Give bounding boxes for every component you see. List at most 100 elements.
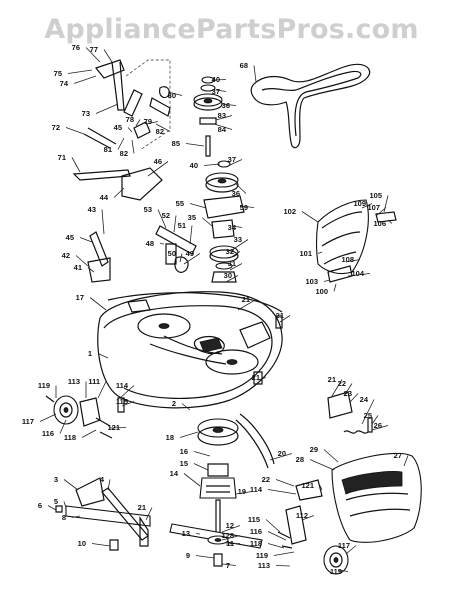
callout-number: 48	[146, 239, 154, 248]
leader-line	[253, 65, 257, 83]
callout-number: 22	[262, 475, 270, 484]
callout-number: 37	[212, 87, 220, 96]
callout-number: 72	[52, 123, 60, 132]
leader-line	[323, 279, 331, 282]
callout-number: 4	[100, 475, 105, 484]
callout-number: 29	[310, 445, 318, 454]
leader-line	[227, 159, 243, 167]
leader-line	[113, 187, 125, 198]
leader-line	[201, 217, 213, 227]
callout-number: 104	[351, 269, 364, 278]
leader-line	[239, 205, 255, 208]
callout-number: 117	[22, 417, 34, 426]
leader-line	[345, 259, 361, 263]
leader-line	[135, 119, 141, 127]
leader-line	[387, 219, 393, 224]
leader-line	[231, 239, 249, 251]
callout-number: 22	[338, 379, 346, 388]
callout-number: 6	[38, 501, 42, 510]
idler-pulley-middle	[203, 160, 245, 283]
callout-number: 8	[62, 513, 66, 522]
leader-line	[269, 453, 293, 461]
leader-line	[121, 401, 135, 407]
leader-line	[155, 123, 171, 132]
leader-line	[267, 543, 285, 549]
callout-number: 12	[226, 521, 234, 530]
leader-line	[361, 203, 373, 209]
leader-line	[301, 515, 315, 521]
callout-number: 21	[242, 295, 250, 304]
leader-line	[173, 215, 177, 233]
gauge-wheel-left	[45, 395, 125, 439]
leader-line	[189, 203, 207, 209]
leader-line	[79, 237, 93, 243]
callout-number: 21	[328, 375, 336, 384]
leader-line	[403, 455, 409, 467]
callout-number: 100	[315, 287, 328, 296]
leader-line	[131, 139, 135, 154]
linkage-rods	[72, 59, 171, 181]
callout-number: 26	[374, 421, 382, 430]
lower-left-bracket	[55, 477, 151, 551]
leader-line	[203, 163, 221, 166]
leader-line	[301, 211, 319, 223]
callout-number: 40	[212, 75, 220, 84]
callout-number: 81	[104, 145, 112, 154]
leader-line	[97, 381, 107, 399]
leader-line	[331, 379, 343, 397]
callout-number: 82	[120, 149, 128, 158]
leader-line	[225, 543, 241, 545]
callout-number: 7	[226, 561, 230, 570]
leader-line	[157, 209, 167, 229]
leader-line	[275, 479, 295, 487]
leader-line	[67, 69, 93, 74]
leader-line	[185, 143, 205, 147]
leader-line	[91, 543, 111, 547]
leader-line	[275, 565, 291, 567]
leader-line	[213, 123, 233, 130]
callout-number: 76	[72, 43, 80, 52]
callout-number: 5	[54, 497, 58, 506]
leader-line	[95, 103, 119, 114]
leader-line	[279, 315, 291, 323]
leader-line	[347, 273, 371, 277]
leader-line	[119, 385, 135, 399]
callout-number: 2	[172, 399, 176, 408]
callout-number: 37	[228, 155, 236, 164]
callout-number: 3	[54, 475, 58, 484]
leader-line	[63, 501, 67, 509]
leader-line	[229, 263, 243, 271]
callout-number: 112	[296, 511, 308, 520]
callout-number: 118	[64, 433, 76, 442]
leader-line	[73, 75, 97, 84]
idler-pulley-upper	[193, 76, 223, 157]
discharge-chute	[331, 452, 422, 543]
leader-line	[221, 525, 241, 533]
callout-number: 113	[258, 561, 270, 570]
callout-number: 14	[170, 469, 179, 478]
leader-line	[221, 563, 237, 566]
callout-number: 115	[116, 397, 128, 406]
callout-number: 17	[76, 293, 84, 302]
leader-line	[117, 137, 125, 150]
leader-line	[81, 429, 97, 438]
callout-number: 109	[353, 199, 366, 208]
leader-line	[349, 393, 359, 403]
leader-line	[371, 415, 379, 425]
leader-line	[213, 79, 227, 81]
leader-line	[145, 507, 153, 521]
callout-number: 21	[276, 311, 284, 320]
callout-number: 13	[182, 529, 190, 538]
leader-line	[39, 413, 57, 422]
leader-line	[189, 225, 193, 245]
leader-line	[183, 253, 201, 265]
leader-line	[145, 121, 159, 125]
leader-line	[221, 535, 241, 541]
callout-number: 68	[240, 61, 248, 70]
callout-number: 11	[226, 539, 234, 548]
leader-line	[183, 473, 201, 487]
idler-brackets	[87, 167, 197, 283]
leader-line	[343, 383, 353, 397]
callout-number: 106	[373, 219, 386, 228]
callout-number: 128	[221, 531, 234, 540]
